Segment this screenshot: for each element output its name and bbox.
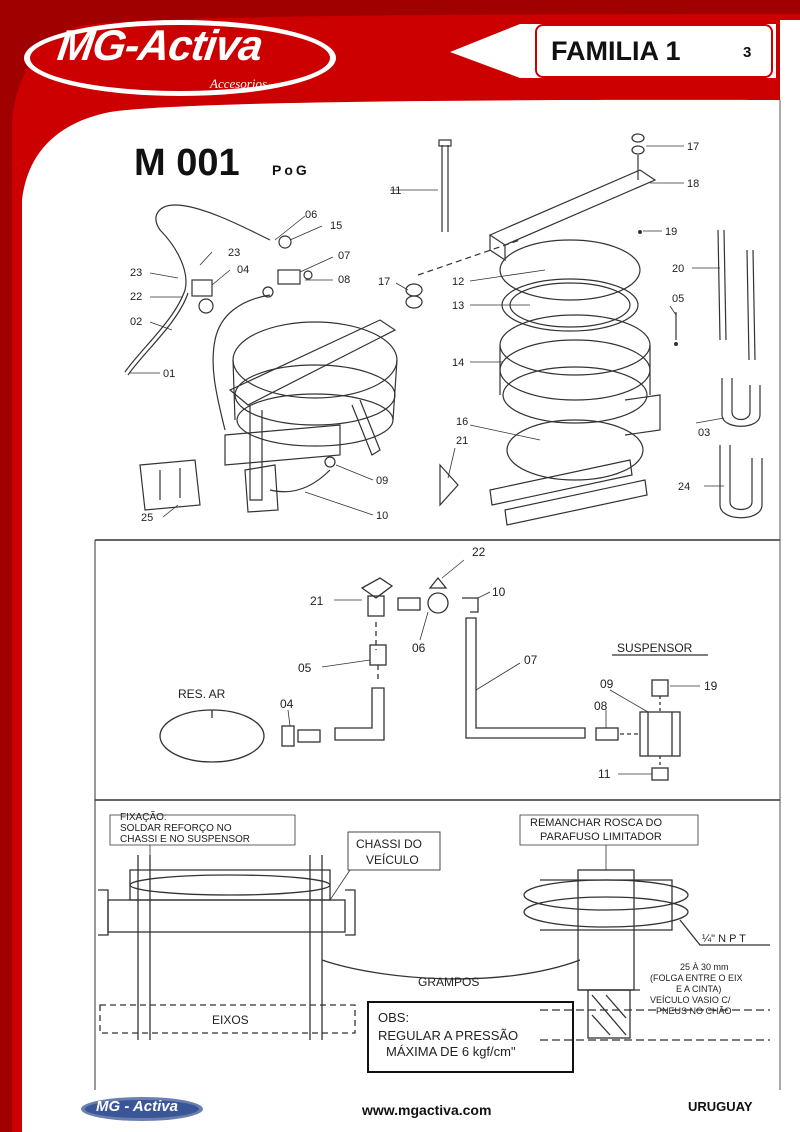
logo-subtitle: Accesorios bbox=[210, 76, 268, 91]
folga-line1: 25 À 30 mm bbox=[680, 962, 729, 972]
obs-line2: MÁXIMA DE 6 kgf/cm" bbox=[386, 1044, 516, 1059]
installation-labels: FIXAÇÃO: SOLDAR REFORÇO NO CHASSI E NO S… bbox=[120, 810, 746, 1059]
part-17a: 17 bbox=[378, 276, 390, 288]
part-21: 21 bbox=[456, 435, 468, 447]
sch-04: 04 bbox=[280, 697, 294, 711]
family-label: FAMILIA 1 bbox=[551, 36, 681, 66]
obs-line1: REGULAR A PRESSÃO bbox=[378, 1028, 518, 1043]
grampos-label: GRAMPOS bbox=[418, 975, 479, 989]
sch-05: 05 bbox=[298, 661, 312, 675]
sch-22: 22 bbox=[472, 545, 486, 559]
part-10: 10 bbox=[376, 510, 388, 522]
footer-website[interactable]: www.mgactiva.com bbox=[362, 1102, 492, 1118]
folga-line2: (FOLGA ENTRE O EIX bbox=[650, 973, 743, 983]
part-20: 20 bbox=[672, 263, 684, 275]
folga-line4: VEÍCULO VASIO C/ bbox=[650, 995, 731, 1005]
part-23b: 23 bbox=[130, 267, 142, 279]
eixos-label: EIXOS bbox=[212, 1013, 249, 1027]
part-07: 07 bbox=[338, 250, 350, 262]
page-number: 3 bbox=[743, 44, 752, 61]
footer-logo-text: MG - Activa bbox=[96, 1098, 178, 1115]
part-13: 13 bbox=[452, 300, 464, 312]
part-17b: 17 bbox=[687, 141, 699, 153]
part-18: 18 bbox=[687, 178, 699, 190]
footer-country: URUGUAY bbox=[688, 1099, 753, 1114]
part-03: 03 bbox=[698, 427, 710, 439]
part-25: 25 bbox=[141, 512, 153, 524]
folga-line5: PNEUS NO CHÃO bbox=[656, 1006, 732, 1016]
fixacao-line2: SOLDAR REFORÇO NO bbox=[120, 823, 232, 834]
sch-08: 08 bbox=[594, 699, 608, 713]
chassi-line2: VEÍCULO bbox=[366, 852, 419, 867]
part-08: 08 bbox=[338, 274, 350, 286]
reservoir-label: RES. AR bbox=[178, 687, 226, 701]
part-15: 15 bbox=[330, 220, 342, 232]
part-04: 04 bbox=[237, 264, 249, 276]
model-code: M 001 bbox=[134, 142, 240, 184]
sch-09: 09 bbox=[600, 677, 614, 691]
fixacao-line3: CHASSI E NO SUSPENSOR bbox=[120, 834, 250, 845]
folga-line3: E A CINTA) bbox=[676, 984, 721, 994]
npt-label: ¼" N P T bbox=[702, 933, 746, 945]
part-19: 19 bbox=[665, 226, 677, 238]
part-11: 11 bbox=[390, 185, 401, 197]
footer-logo bbox=[81, 1097, 203, 1121]
sch-07: 07 bbox=[524, 653, 538, 667]
sch-11: 11 bbox=[598, 767, 611, 781]
part-01: 01 bbox=[163, 368, 175, 380]
family-box: FAMILIA 1 3 bbox=[535, 24, 773, 78]
sch-10: 10 bbox=[492, 585, 506, 599]
sch-21: 21 bbox=[310, 594, 324, 608]
part-06: 06 bbox=[305, 209, 317, 221]
part-02: 02 bbox=[130, 316, 142, 328]
part-12: 12 bbox=[452, 276, 464, 288]
sch-19: 19 bbox=[704, 679, 718, 693]
part-14: 14 bbox=[452, 357, 464, 369]
part-09: 09 bbox=[376, 475, 388, 487]
exploded-part-labels: 01 02 04 06 15 23 23 07 08 22 17 11 12 1… bbox=[130, 141, 710, 524]
part-23a: 23 bbox=[228, 247, 240, 259]
brand-logo bbox=[24, 20, 336, 96]
fixacao-line1: FIXAÇÃO: bbox=[120, 810, 167, 823]
obs-title: OBS: bbox=[378, 1010, 409, 1025]
sch-06: 06 bbox=[412, 641, 426, 655]
part-16: 16 bbox=[456, 416, 468, 428]
schematic-labels: 22 21 10 06 05 07 04 SUSPENSOR 09 19 08 … bbox=[178, 545, 718, 781]
part-22: 22 bbox=[130, 291, 142, 303]
remanchar-line2: PARAFUSO LIMITADOR bbox=[540, 831, 662, 843]
part-24: 24 bbox=[678, 481, 690, 493]
chassi-line1: CHASSI DO bbox=[356, 837, 422, 851]
model-suffix: PoG bbox=[272, 162, 310, 178]
sch-suspensor: SUSPENSOR bbox=[617, 641, 693, 655]
part-05: 05 bbox=[672, 293, 684, 305]
remanchar-line1: REMANCHAR ROSCA DO bbox=[530, 817, 662, 829]
